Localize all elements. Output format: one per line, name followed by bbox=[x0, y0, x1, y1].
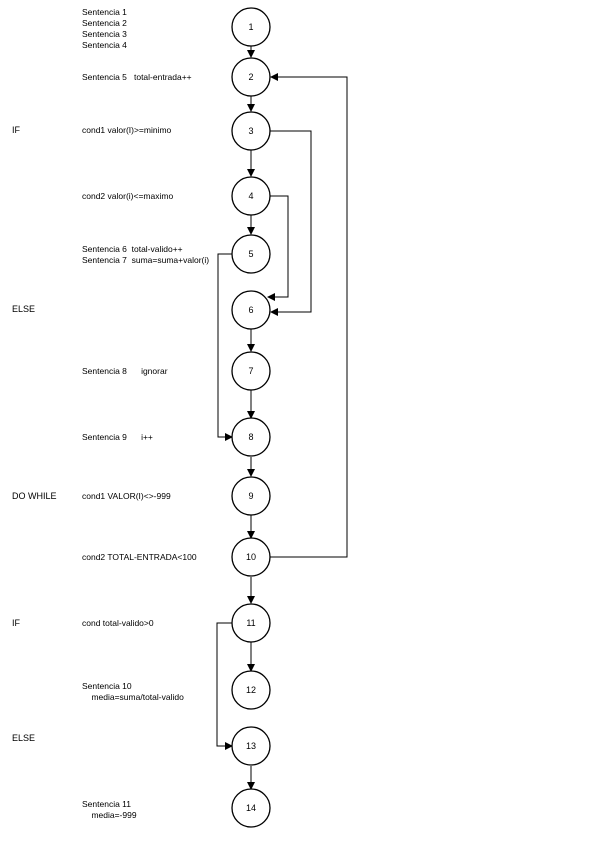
statement-5-label: Sentencia 5 total-entrada++ bbox=[82, 72, 192, 82]
node-10-label: 10 bbox=[246, 552, 256, 562]
node-8-label: 8 bbox=[248, 432, 253, 442]
node-14-label: 14 bbox=[246, 803, 256, 813]
node-1-label: 1 bbox=[248, 22, 253, 32]
edge-3-6 bbox=[270, 130, 312, 316]
node-3-label: 3 bbox=[248, 126, 253, 136]
keyword-if-2: IF bbox=[12, 618, 20, 628]
node-5-label: 5 bbox=[248, 249, 253, 259]
statement-8-label: Sentencia 8 ignorar bbox=[82, 366, 168, 376]
node-7-label: 7 bbox=[248, 366, 253, 376]
node-12: 12 bbox=[231, 670, 271, 710]
keyword-else: ELSE bbox=[12, 304, 36, 314]
node-12-label: 12 bbox=[246, 685, 256, 695]
cond1-min-label: cond1 valor(I)>=minimo bbox=[82, 125, 172, 135]
node-11-label: 11 bbox=[246, 618, 255, 628]
node-13-label: 13 bbox=[246, 741, 256, 751]
node-1: 1 bbox=[231, 7, 271, 47]
node-9: 9 bbox=[231, 476, 271, 516]
node-11: 11 bbox=[231, 603, 271, 643]
node-2-label: 2 bbox=[248, 72, 253, 82]
statements-1-4-label: Sentencia 1 Sentencia 2 Sentencia 3 Sent… bbox=[82, 7, 127, 50]
statement-10-label: Sentencia 10 media=suma/total-valido bbox=[82, 681, 184, 702]
node-6-label: 6 bbox=[248, 305, 253, 315]
node-8: 8 bbox=[231, 417, 271, 457]
node-13: 13 bbox=[231, 726, 271, 766]
statement-9-label: Sentencia 9 i++ bbox=[82, 432, 153, 442]
statement-11-label: Sentencia 11 media=-999 bbox=[82, 799, 137, 820]
statements-6-7-label: Sentencia 6 total-valido++ Sentencia 7 s… bbox=[82, 244, 210, 265]
keyword-do-while: DO WHILE bbox=[12, 491, 57, 501]
edge-5-8 bbox=[217, 253, 233, 441]
edge-10-2 bbox=[270, 73, 348, 558]
keyword-else-2: ELSE bbox=[12, 733, 36, 743]
node-6: 6 bbox=[231, 290, 271, 330]
edge-4-6 bbox=[267, 195, 289, 301]
node-14: 14 bbox=[231, 788, 271, 828]
node-7: 7 bbox=[231, 351, 271, 391]
node-9-label: 9 bbox=[248, 491, 253, 501]
edge-11-13 bbox=[216, 622, 233, 750]
node-4-label: 4 bbox=[248, 191, 253, 201]
node-3: 3 bbox=[231, 111, 271, 151]
node-5: 5 bbox=[231, 234, 271, 274]
cond2-max-label: cond2 valor(i)<=maximo bbox=[82, 191, 174, 201]
node-4: 4 bbox=[231, 176, 271, 216]
cond2-loop-label: cond2 TOTAL-ENTRADA<100 bbox=[82, 552, 197, 562]
cond1-loop-label: cond1 VALOR(I)<>-999 bbox=[82, 491, 171, 501]
node-10: 10 bbox=[231, 537, 271, 577]
node-2: 2 bbox=[231, 57, 271, 97]
keyword-if: IF bbox=[12, 125, 20, 135]
cond-total-valido-label: cond total-valido>0 bbox=[82, 618, 154, 628]
